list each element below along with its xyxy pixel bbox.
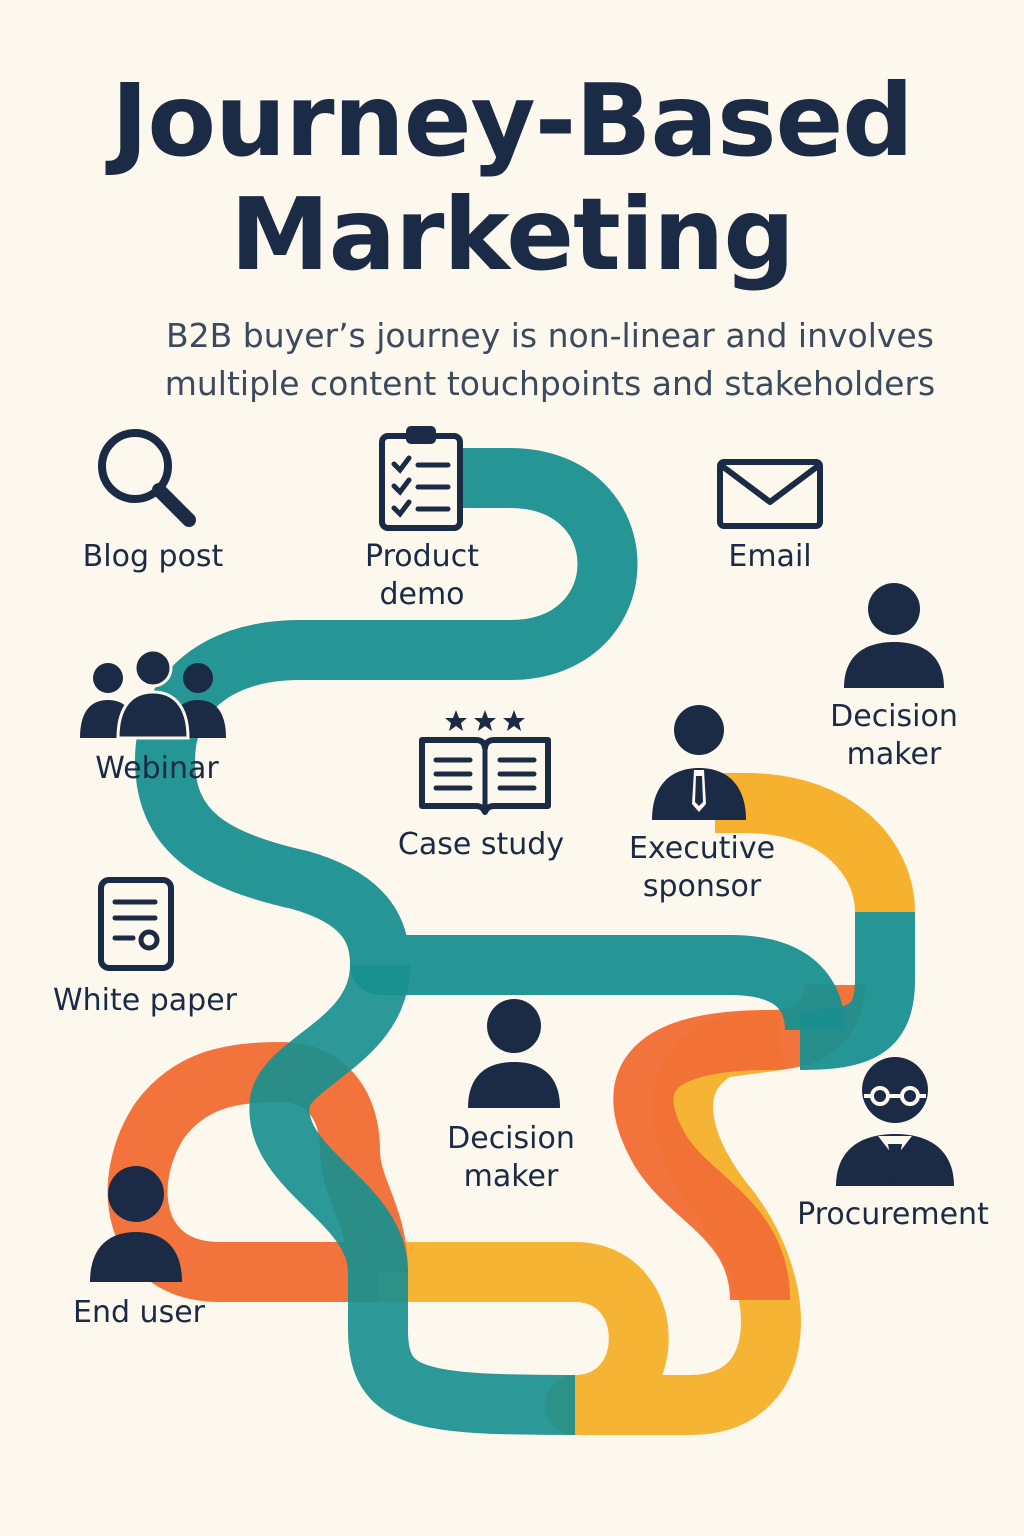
group-icon [80, 648, 226, 740]
label-decision-maker-mid: Decision maker [447, 1120, 575, 1196]
document-icon [98, 877, 174, 971]
label-product-demo-line-2: demo [379, 577, 465, 612]
page-subtitle: B2B buyer’s journey is non-linear and in… [120, 312, 980, 408]
magnifier-icon [98, 429, 196, 527]
teal-right-road [799, 912, 915, 1070]
label-executive-sponsor-line-2: sponsor [642, 869, 762, 904]
label-decision-maker-mid-line-2: maker [463, 1159, 559, 1194]
label-decision-maker-top-line-1: Decision [830, 699, 958, 734]
label-white-paper: White paper [52, 983, 238, 1018]
executive-icon [652, 705, 746, 820]
envelope-icon [717, 459, 823, 529]
label-decision-maker-top: Decision maker [830, 698, 958, 774]
label-product-demo: Product demo [365, 538, 479, 614]
person-icon [844, 583, 944, 688]
subtitle-line-1: B2B buyer’s journey is non-linear and in… [166, 316, 934, 355]
yellow-upper-road [715, 773, 915, 914]
book-icon [419, 710, 551, 815]
label-executive-sponsor-line-1: Executive [628, 831, 776, 866]
person-icon [90, 1166, 182, 1282]
label-blog-post: Blog post [82, 539, 224, 574]
label-decision-maker-top-line-2: maker [846, 737, 942, 772]
label-webinar: Webinar [95, 751, 219, 786]
person-icon [468, 999, 560, 1108]
procurement-icon [836, 1057, 954, 1186]
yellow-road [378, 1010, 801, 1435]
label-procurement: Procurement [797, 1197, 989, 1232]
label-end-user: End user [73, 1295, 205, 1330]
title-line-1: Journey-Based [111, 62, 914, 179]
label-decision-maker-mid-line-1: Decision [447, 1121, 575, 1156]
label-email: Email [728, 539, 812, 574]
page-title: Journey-Based Marketing [0, 64, 1024, 292]
teal-loop-road [249, 962, 576, 1435]
label-product-demo-line-1: Product [365, 539, 479, 574]
title-line-2: Marketing [230, 176, 795, 293]
label-case-study: Case study [397, 827, 565, 862]
teal-road [135, 448, 845, 1032]
label-executive-sponsor: Executive sponsor [629, 830, 775, 906]
subtitle-line-2: multiple content touchpoints and stakeho… [164, 364, 936, 403]
clipboard-icon [379, 426, 463, 531]
